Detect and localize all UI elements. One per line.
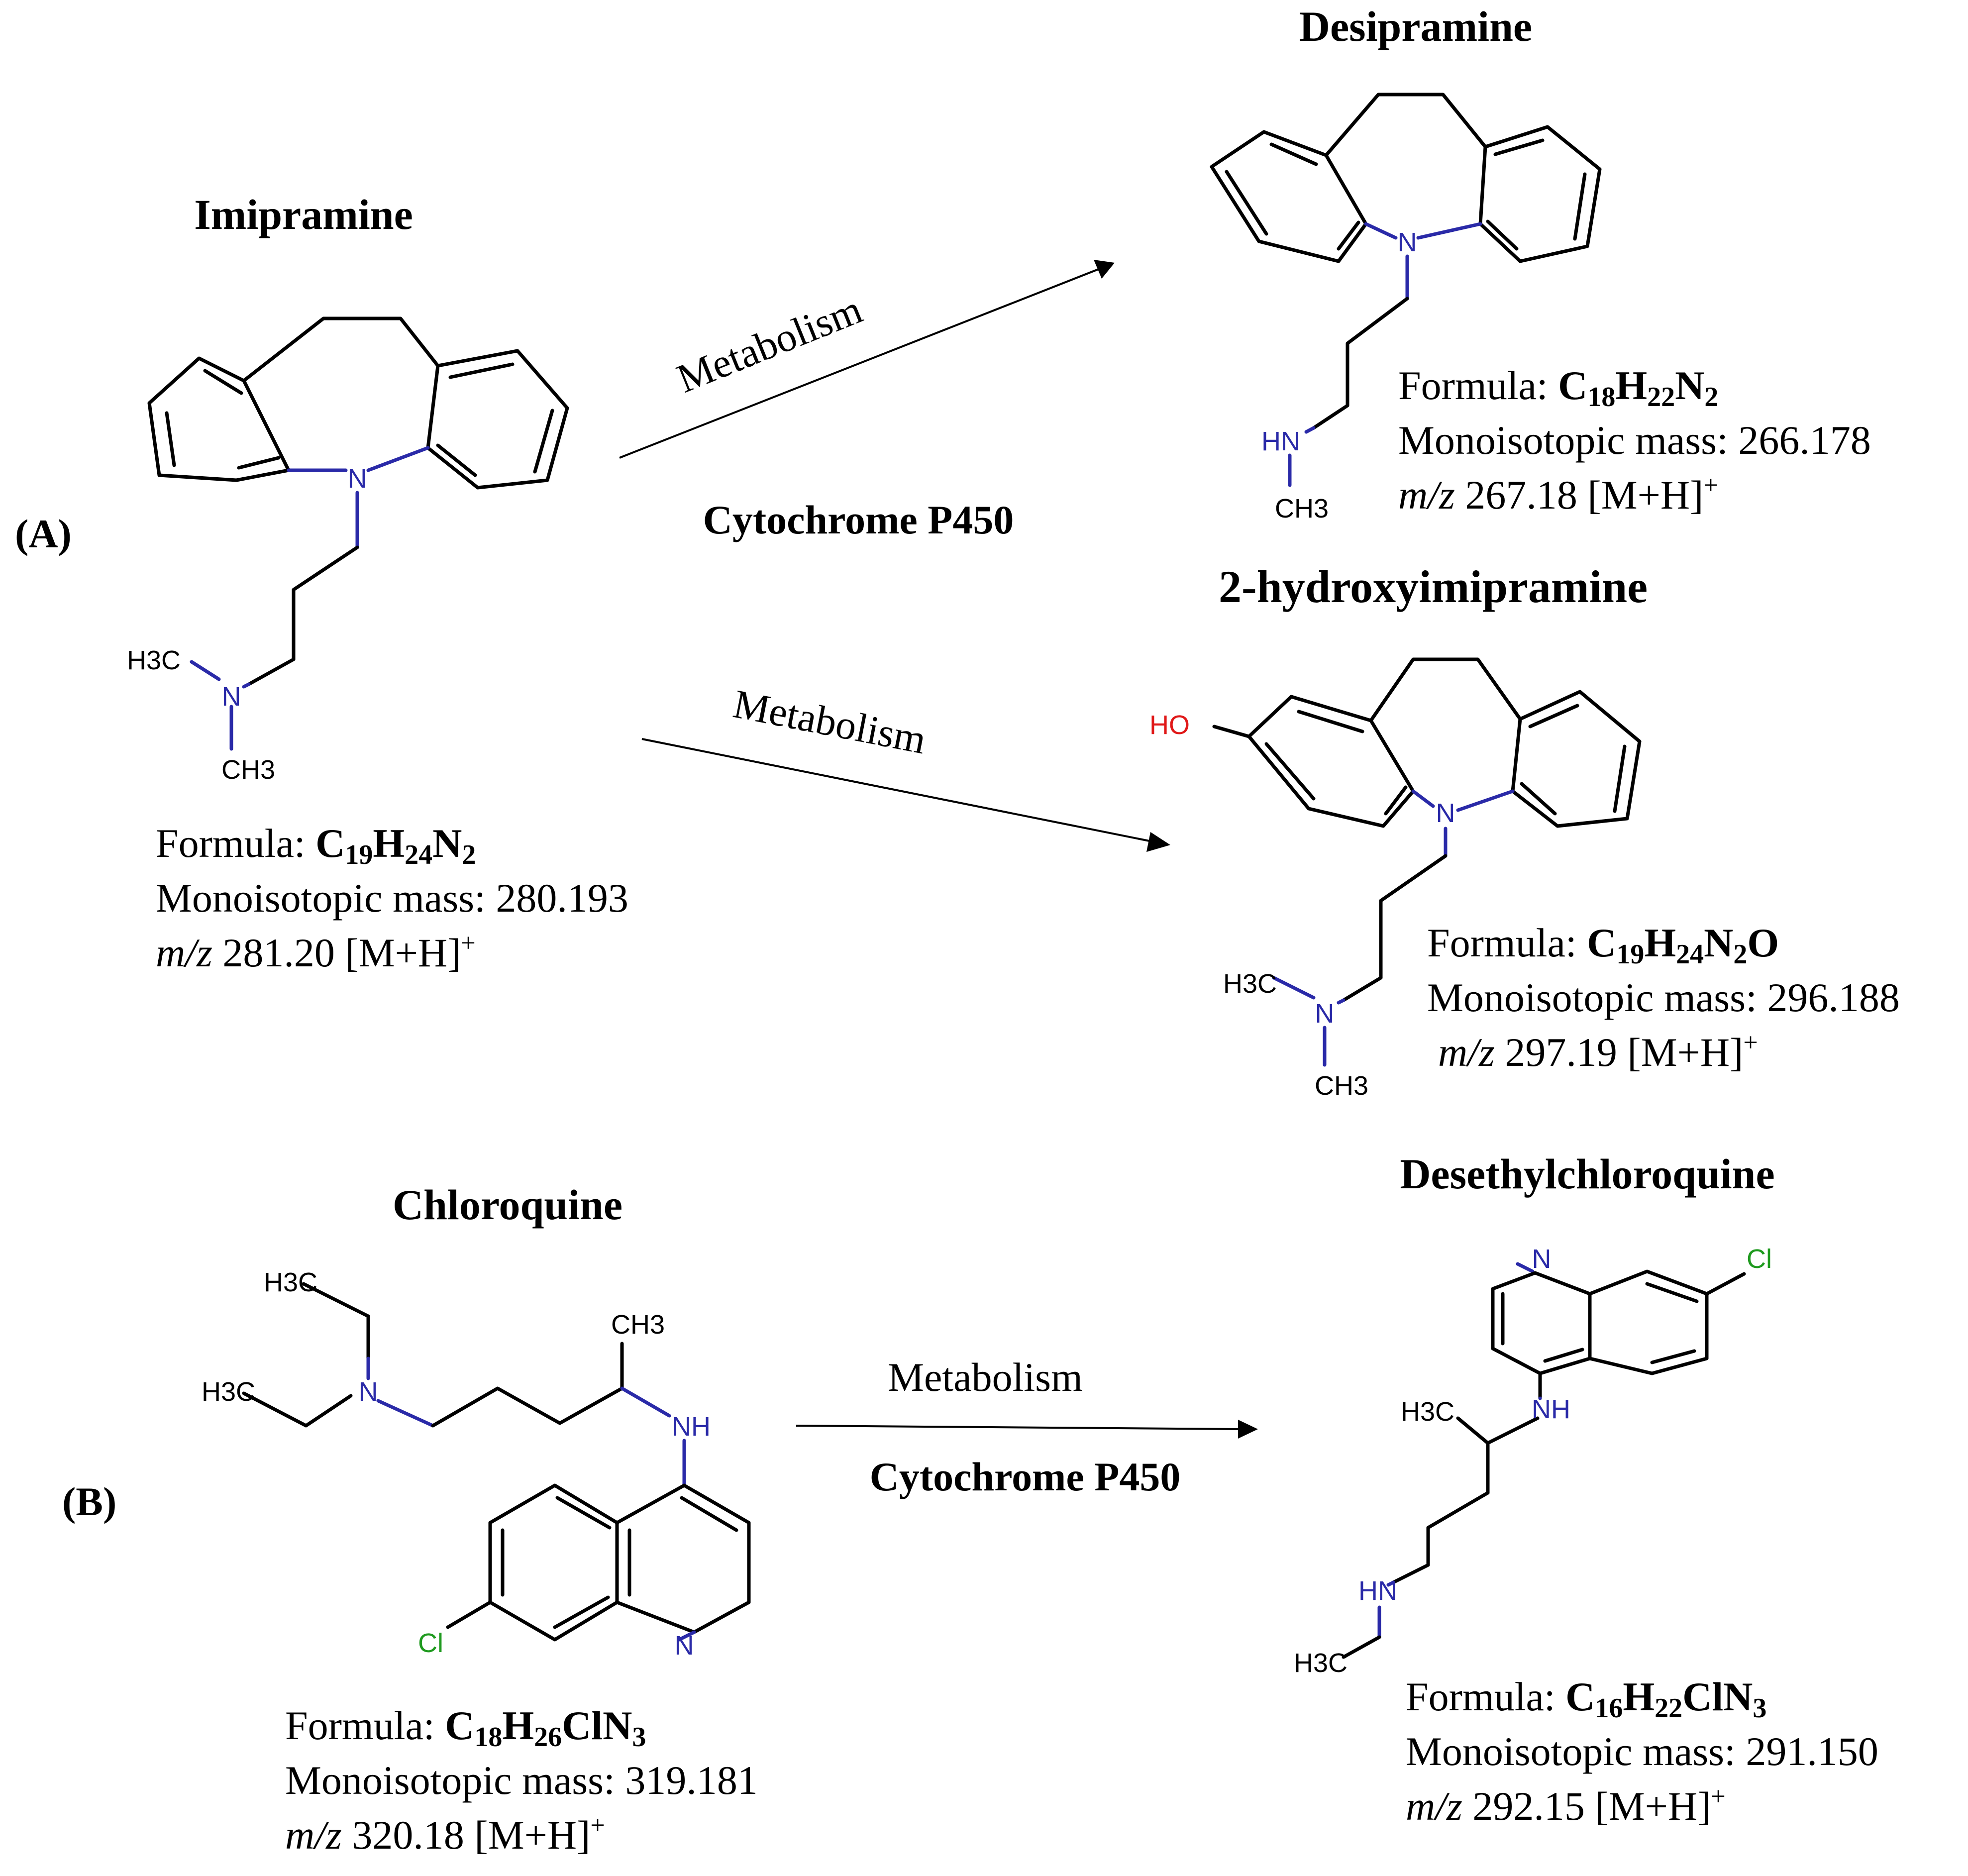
arrowhead-desipramine xyxy=(1094,260,1115,279)
desethylchloroquine-n-ring: N xyxy=(1532,1244,1552,1274)
chloroquine-mz: m/z 320.18 [M+H]+ xyxy=(285,1811,605,1858)
desipramine-n-ring: N xyxy=(1398,227,1417,257)
desethylchloroquine-nh: NH xyxy=(1532,1394,1570,1424)
imipramine-methyl-2: CH3 xyxy=(221,755,275,785)
desipramine-mass: Monoisotopic mass: 266.178 xyxy=(1398,417,1871,463)
enzyme-label-a: Cytochrome P450 xyxy=(703,497,1014,542)
desethylchloroquine-methyl: H3C xyxy=(1401,1397,1454,1427)
imipramine-structure: N N H3C CH3 xyxy=(127,316,569,785)
chloroquine-ethyl-2: H3C xyxy=(202,1377,255,1407)
desethylchloroquine-cl: Cl xyxy=(1747,1244,1772,1274)
chloroquine-methyl: CH3 xyxy=(611,1310,665,1340)
chloroquine-n-ring: N xyxy=(675,1631,694,1661)
hydroxyimipramine-oh: HO xyxy=(1149,710,1190,740)
desethylchloroquine-mass: Monoisotopic mass: 291.150 xyxy=(1406,1729,1878,1774)
imipramine-n-ring: N xyxy=(348,464,367,494)
arrowhead-hydroxyimipramine xyxy=(1146,832,1170,852)
hydroxyimipramine-structure: HO N N H3C CH3 xyxy=(1149,657,1642,1101)
desethylchloroquine-mz: m/z 292.15 [M+H]+ xyxy=(1406,1782,1726,1829)
chloroquine-title: Chloroquine xyxy=(393,1181,622,1229)
desipramine-mz: m/z 267.18 [M+H]+ xyxy=(1398,471,1718,518)
desethylchloroquine-hn: HN xyxy=(1358,1576,1397,1606)
metabolism-label-3: Metabolism xyxy=(888,1355,1083,1400)
hydroxyimipramine-title: 2-hydroxyimipramine xyxy=(1219,561,1648,612)
chloroquine-cl: Cl xyxy=(418,1628,443,1658)
hydroxyimipramine-n-amine: N xyxy=(1315,999,1335,1029)
hydroxyimipramine-methyl-1: H3C xyxy=(1223,969,1277,999)
desipramine-nh: HN xyxy=(1261,426,1300,456)
hydroxyimipramine-mass: Monoisotopic mass: 296.188 xyxy=(1427,975,1900,1020)
arrow-to-desipramine xyxy=(619,268,1100,459)
panel-label-b: (B) xyxy=(62,1479,116,1524)
enzyme-label-b: Cytochrome P450 xyxy=(870,1454,1181,1499)
imipramine-n-amine: N xyxy=(222,682,241,712)
metabolism-label-1: Metabolism xyxy=(671,287,868,402)
arrow-to-desethylchloroquine xyxy=(796,1425,1240,1430)
desipramine-structure: N HN CH3 xyxy=(1210,93,1602,523)
desipramine-methyl: CH3 xyxy=(1275,494,1329,523)
desethylchloroquine-formula: Formula: C16H22ClN3 xyxy=(1406,1674,1766,1724)
chloroquine-nh: NH xyxy=(672,1412,711,1442)
arrowhead-desethylchloroquine xyxy=(1238,1420,1258,1439)
imipramine-mz: m/z 281.20 [M+H]+ xyxy=(156,929,476,975)
arrow-to-hydroxyimipramine xyxy=(641,738,1155,843)
hydroxyimipramine-mz: m/z 297.19 [M+H]+ xyxy=(1438,1029,1758,1075)
chloroquine-ethyl-1: H3C xyxy=(264,1267,317,1297)
imipramine-methyl-1: H3C xyxy=(127,645,181,675)
imipramine-formula: Formula: C19H24N2 xyxy=(156,821,476,870)
panel-label-a: (A) xyxy=(15,511,72,556)
desethylchloroquine-ethyl: H3C xyxy=(1294,1648,1347,1678)
desipramine-formula: Formula: C18H22N2 xyxy=(1398,363,1718,413)
desethylchloroquine-title: Desethylchloroquine xyxy=(1400,1150,1774,1198)
imipramine-mass: Monoisotopic mass: 280.193 xyxy=(156,875,628,921)
metabolism-label-2: Metabolism xyxy=(730,681,930,762)
chloroquine-n-amine: N xyxy=(359,1377,378,1407)
hydroxyimipramine-methyl-2: CH3 xyxy=(1315,1071,1368,1101)
desethylchloroquine-structure: N Cl NH H3C HN H3C xyxy=(1294,1244,1772,1678)
hydroxyimipramine-formula: Formula: C19H24N2O xyxy=(1427,920,1779,970)
chloroquine-structure: H3C H3C N CH3 NH Cl N xyxy=(202,1267,751,1661)
hydroxyimipramine-n-ring: N xyxy=(1436,798,1455,828)
chloroquine-mass: Monoisotopic mass: 319.181 xyxy=(285,1758,758,1803)
imipramine-title: Imipramine xyxy=(194,191,413,238)
desipramine-title: Desipramine xyxy=(1299,2,1532,50)
chloroquine-formula: Formula: C18H26ClN3 xyxy=(285,1703,646,1753)
